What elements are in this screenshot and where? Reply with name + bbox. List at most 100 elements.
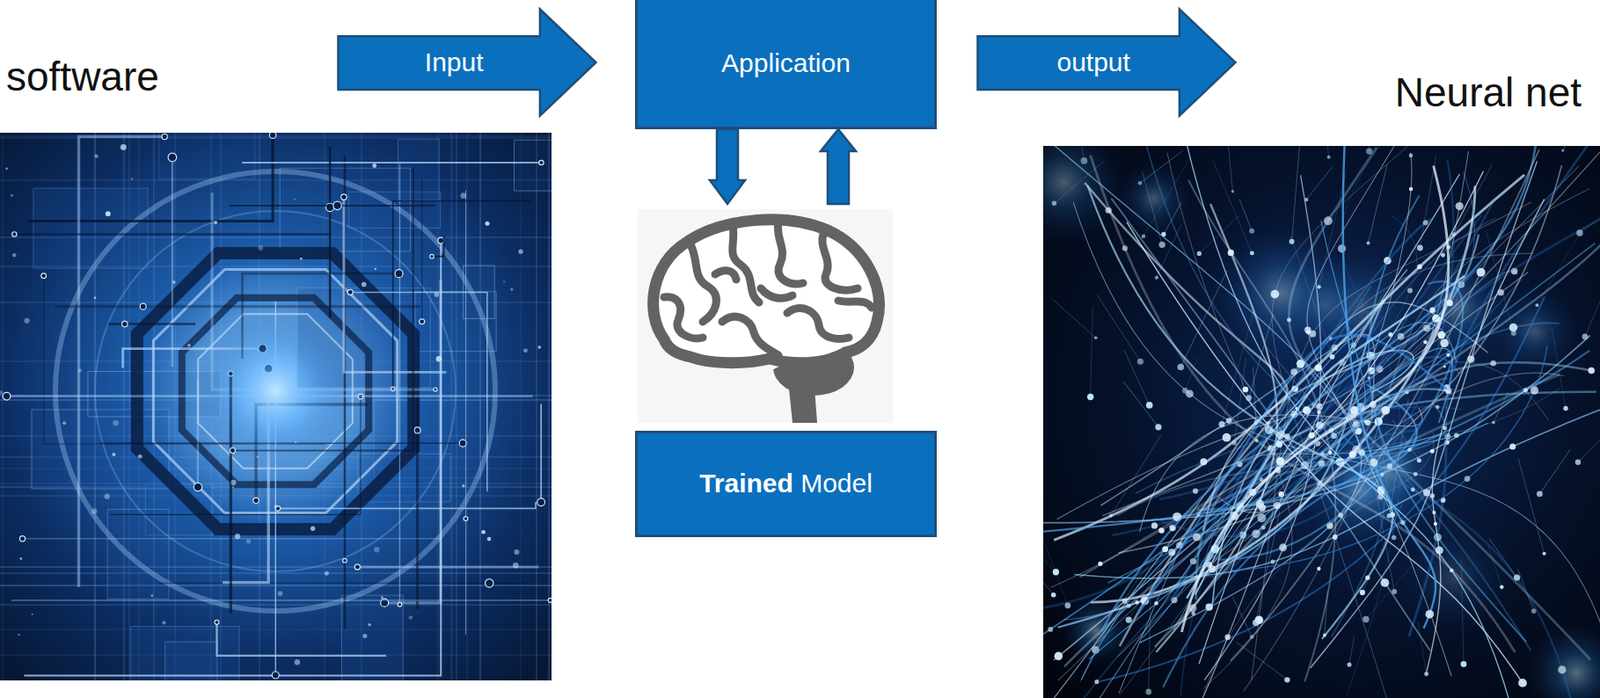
neuron: [1316, 284, 1321, 289]
neuron: [1249, 635, 1255, 640]
neuron: [1424, 672, 1429, 677]
neuron: [1443, 365, 1447, 368]
neuron: [1151, 522, 1158, 529]
neuron: [1587, 367, 1594, 374]
neuron: [1509, 443, 1516, 450]
neuron: [1455, 202, 1464, 211]
dendrite: [1128, 561, 1163, 621]
circuit-trace: [277, 502, 536, 509]
dendrite: [1043, 536, 1056, 573]
dendrite: [1141, 171, 1162, 246]
fiber: [1091, 322, 1457, 698]
sparkle: [257, 245, 264, 251]
octagon: [182, 298, 369, 485]
neuron: [1461, 661, 1468, 668]
node-text: Application: [721, 48, 851, 80]
neuron: [1367, 376, 1371, 380]
neuron: [1252, 620, 1259, 627]
circuit-trace: [343, 197, 446, 373]
neuron: [1417, 264, 1423, 271]
dendrite: [1053, 160, 1105, 204]
dendrite: [1090, 306, 1094, 398]
neuron: [1249, 228, 1255, 234]
fiber: [1180, 407, 1462, 698]
sparkle: [293, 198, 296, 201]
dendrite: [1485, 231, 1513, 334]
neuron: [1273, 502, 1281, 510]
circuit-pad: [394, 270, 403, 278]
dendrite: [1536, 226, 1585, 306]
neuron: [1491, 421, 1496, 425]
circuit-pad: [161, 133, 168, 139]
circuit-pad: [19, 536, 25, 542]
circuit-trace: [350, 292, 488, 492]
sparkle: [372, 163, 377, 169]
circuit-trace: [11, 599, 551, 601]
core-glow: [196, 312, 355, 471]
neuron: [1430, 449, 1435, 454]
neuron: [1380, 473, 1384, 477]
neural-net-background: [1043, 146, 1600, 698]
neuron: [1177, 364, 1185, 372]
neuron: [1369, 459, 1378, 468]
neuron: [1094, 679, 1099, 685]
dendrite: [1249, 314, 1274, 398]
circuit-trace: [431, 236, 445, 257]
sparkle: [94, 296, 97, 300]
dendrite: [1123, 381, 1159, 428]
neuron: [1064, 602, 1071, 609]
dendrite: [1290, 236, 1332, 358]
neuron: [1125, 616, 1133, 623]
dendrite: [1265, 346, 1314, 406]
sparkle: [187, 343, 191, 348]
circuit-pad: [438, 237, 445, 244]
fiber: [1198, 174, 1460, 665]
neuron: [1323, 216, 1333, 226]
neuron: [1449, 569, 1454, 573]
sparkle: [138, 454, 143, 460]
neuron: [1266, 421, 1272, 426]
neuron: [1409, 187, 1414, 192]
sparkle: [91, 508, 97, 514]
circuit-pad: [193, 482, 202, 491]
neuron: [1087, 394, 1094, 401]
neuron: [1141, 234, 1146, 239]
sparkle: [510, 287, 514, 292]
sparkle: [481, 530, 486, 535]
sparkle: [513, 549, 519, 556]
dendrite: [1221, 309, 1255, 425]
node-text: output: [1056, 47, 1130, 79]
sparkle: [299, 257, 303, 261]
sparkle: [131, 177, 133, 180]
circuit-trace: [217, 622, 388, 657]
neuron: [1249, 489, 1257, 497]
neuron: [1052, 569, 1060, 576]
dendrite: [1110, 435, 1162, 516]
circuit-trace: [357, 565, 539, 569]
dendrite: [1212, 160, 1252, 254]
sparkle: [161, 621, 166, 625]
neuron: [1446, 299, 1454, 307]
neuron: [1413, 472, 1418, 477]
sparkle: [105, 211, 111, 217]
grid-line: [0, 180, 552, 182]
dendrite: [1256, 511, 1280, 623]
neuron: [1052, 201, 1057, 206]
dendrite: [1139, 151, 1183, 183]
dendrite: [1306, 167, 1332, 200]
fiber: [1108, 243, 1596, 584]
dendrite: [1381, 433, 1414, 475]
arrow-text-area: Input: [336, 36, 571, 90]
sparkle: [111, 452, 116, 457]
neuron: [1197, 251, 1202, 256]
dendrite: [1198, 215, 1240, 255]
neuron: [1377, 494, 1384, 501]
neuron: [1154, 276, 1159, 280]
neuron: [1536, 490, 1543, 497]
neuron: [1410, 488, 1416, 493]
neuron: [1161, 546, 1169, 553]
glow: [1043, 146, 1130, 249]
neuron: [1109, 513, 1113, 518]
neuron: [1359, 590, 1366, 596]
neuron: [1308, 432, 1316, 439]
